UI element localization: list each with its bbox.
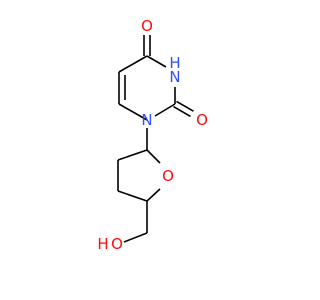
bond-o-c1p — [146, 149, 161, 164]
bond-c4p-o — [146, 188, 161, 202]
bond-c3p-c4p — [117, 190, 148, 202]
structure-svg: O H N O N O H O — [97, 17, 208, 253]
atom-n1: N — [141, 111, 152, 129]
bonds — [117, 35, 194, 243]
molecule-diagram: O H N O N O H O — [97, 17, 208, 253]
bond-c5-c4 — [118, 55, 148, 73]
bond-n1-c6 — [118, 103, 148, 121]
atom-h-hydroxyl: H — [97, 235, 108, 253]
atom-o-ring: O — [162, 167, 174, 185]
bond-c4-n3 — [146, 55, 167, 68]
atom-labels: O H N O N O H O — [97, 17, 208, 253]
bond-c2-o-a — [176, 100, 194, 112]
atom-o-carbonyl-right: O — [196, 111, 208, 129]
bond-c1p-c2p — [117, 149, 148, 161]
bond-c2-n1 — [154, 103, 176, 117]
atom-o-carbonyl-top: O — [141, 17, 153, 35]
atom-o-hydroxyl: O — [111, 235, 123, 253]
atom-n3: N — [169, 68, 180, 86]
bond-c2-o-b — [173, 105, 191, 118]
atom-h-imide: H — [169, 54, 180, 72]
bond-c5p-o — [123, 232, 148, 243]
